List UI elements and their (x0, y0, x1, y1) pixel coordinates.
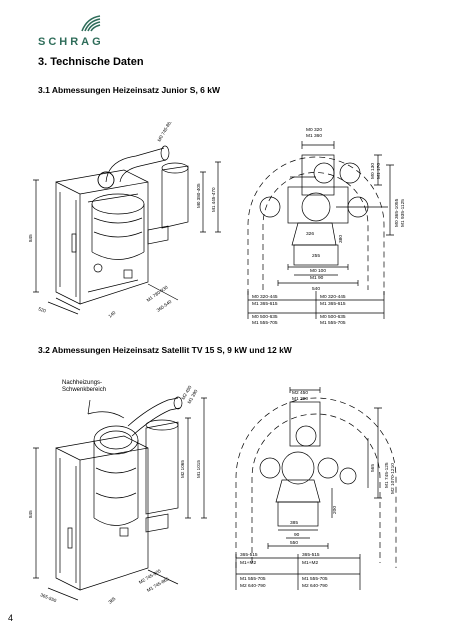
dim-label: M0 130 (370, 163, 376, 179)
dim-label: M0 100 (310, 268, 326, 274)
dim-label: 385 (290, 520, 298, 526)
dim-label: M2 640-790 (240, 583, 266, 589)
dim-label: M1 365-615 (320, 301, 346, 307)
dim-label: M0 745-865 (157, 122, 174, 143)
dim-label: M0 320 (306, 127, 322, 133)
dim-label: 550 (290, 540, 298, 546)
dim-label: 365 (107, 596, 116, 605)
dim-label: 326 (306, 231, 314, 237)
dim-label: M0 320-445 (252, 294, 278, 300)
dim-label: 845 (28, 234, 33, 242)
dim-label: M1 1015 (196, 460, 201, 478)
dim-label: 380 (338, 235, 344, 243)
dim-label: M1 555-705 (252, 320, 278, 326)
page-number: 4 (8, 613, 14, 623)
dim-label: 140 (107, 310, 116, 319)
subsection-title-1: 3.1 Abmessungen Heizeinsatz Junior S, 6 … (38, 85, 221, 95)
brand-name: SCHRAG (38, 36, 104, 48)
dim-label: M1 90 (310, 275, 324, 281)
dim-label: M1 555-705 (240, 576, 266, 582)
dim-label: M0 380-405 (196, 183, 201, 208)
dim-label: M2 1065 (180, 460, 185, 478)
dim-label: 255 (312, 253, 320, 259)
junior-isometric-drawing: 845 M0 380-405 M1 445-470 M0 745-865 M1 … (28, 122, 221, 319)
dim-label: M1 935-1125 (400, 199, 406, 227)
section-title: 3. Technische Daten (38, 56, 144, 68)
dim-label: M1 170 (376, 163, 382, 179)
dim-label: M1 390 (292, 396, 308, 402)
dim-label: M1+M2 (240, 560, 256, 566)
dim-label: 845 (28, 510, 33, 518)
dim-label: M2 450 (292, 390, 308, 396)
dim-label: M1 365-615 (252, 301, 278, 307)
dim-label: 520 (38, 306, 47, 313)
junior-plan-drawing: M0 320 M1 360 M0 130 M1 170 M0 365-1055 … (247, 127, 406, 326)
satellit-isometric-drawing: 845 M2 450 M1 390 M2 1065 M1 1015 M2 745… (28, 384, 207, 605)
dim-label: M1 555-705 (320, 320, 346, 326)
dim-label: M1 360 (306, 133, 322, 139)
dim-label: 540 (312, 286, 320, 292)
dim-label: M2 1070-1210 (390, 463, 396, 494)
dim-label: M0 320-445 (320, 294, 346, 300)
dim-label: 365-550 (40, 592, 58, 603)
dim-label: M1 745-125 (384, 462, 390, 488)
dim-label: 90 (294, 532, 300, 538)
dim-label: M0 500-635 (320, 314, 346, 320)
dim-label: 200 (332, 506, 338, 514)
annotation-label: Nachheizungs- (62, 380, 103, 386)
dim-label: M0 365-1055 (394, 198, 400, 227)
dim-label: M2 640-790 (302, 583, 328, 589)
brand-logo-icon (81, 15, 101, 32)
dim-label: 365-540 (156, 299, 173, 313)
dim-label: 565 (370, 464, 376, 472)
dim-label: M0 500-635 (252, 314, 278, 320)
subsection-title-2: 3.2 Abmessungen Heizeinsatz Satellit TV … (38, 345, 292, 355)
dim-label: 365-515 (240, 552, 258, 558)
dim-label: M1+M2 (302, 560, 318, 566)
dim-label: M1 555-705 (302, 576, 328, 582)
annotation-label: Schwenkbereich (62, 387, 107, 393)
dim-label: 365-515 (302, 552, 320, 558)
satellit-plan-drawing: M2 450 M1 390 M1 745-125 M2 1070-1210 56… (235, 387, 397, 590)
dim-label: M1 445-470 (211, 187, 216, 212)
